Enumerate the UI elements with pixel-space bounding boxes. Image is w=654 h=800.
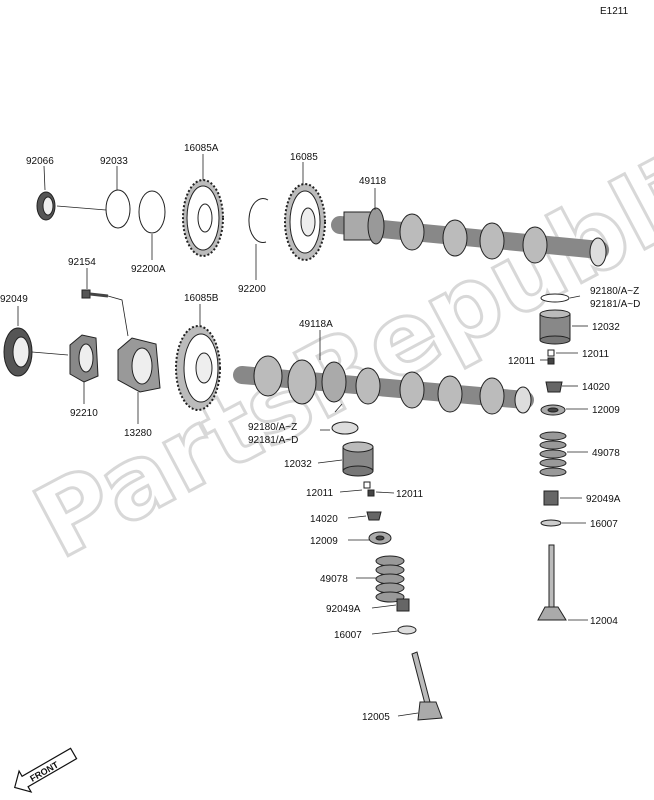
part-circlip-92033 bbox=[105, 189, 131, 229]
part-spring-49078-left bbox=[375, 555, 405, 603]
label-92049A-left: 92049A bbox=[326, 604, 361, 615]
label-92033: 92033 bbox=[100, 156, 128, 167]
label-12004: 12004 bbox=[590, 616, 618, 627]
part-oil-seal-92049 bbox=[3, 327, 33, 377]
part-nut-92210 bbox=[69, 334, 99, 383]
part-shim-right bbox=[540, 293, 570, 303]
label-12011-right-a: 12011 bbox=[508, 356, 536, 367]
part-lifter-left bbox=[342, 441, 374, 477]
part-valve-12005 bbox=[411, 651, 443, 721]
part-seal-14020-right bbox=[545, 381, 563, 393]
label-92180-right: 92180/A~Z bbox=[590, 286, 639, 297]
label-16085B: 16085B bbox=[184, 293, 219, 304]
label-12032-left: 12032 bbox=[284, 459, 312, 470]
label-92154: 92154 bbox=[68, 257, 96, 268]
label-92181-left: 92181/A~D bbox=[248, 435, 298, 446]
label-49078-left: 49078 bbox=[320, 574, 348, 585]
part-ring-92200 bbox=[248, 198, 269, 244]
label-16007-left: 16007 bbox=[334, 630, 362, 641]
part-gear-16085A bbox=[182, 179, 224, 257]
part-retainer-12009-right bbox=[540, 404, 566, 416]
label-12011-right-b: 12011 bbox=[582, 349, 610, 360]
label-49118: 49118 bbox=[359, 176, 387, 187]
label-92049: 92049 bbox=[0, 294, 28, 305]
label-13280: 13280 bbox=[124, 428, 152, 439]
label-16085: 16085 bbox=[290, 152, 318, 163]
label-14020-right: 14020 bbox=[582, 382, 610, 393]
part-seat-16007-left bbox=[397, 625, 417, 635]
page-code: E1211 bbox=[600, 6, 629, 17]
part-valve-12004 bbox=[537, 544, 567, 621]
part-gear-16085B bbox=[175, 325, 221, 411]
label-92210: 92210 bbox=[70, 408, 98, 419]
label-12011-left-a: 12011 bbox=[306, 488, 334, 499]
part-seal-14020-left bbox=[366, 511, 382, 521]
part-oil-seal-92066 bbox=[36, 191, 56, 221]
label-92200A: 92200A bbox=[131, 264, 166, 275]
part-retainer-12009-left bbox=[368, 531, 392, 545]
label-12009-left: 12009 bbox=[310, 536, 338, 547]
part-keeper-right bbox=[547, 349, 555, 365]
label-92066: 92066 bbox=[26, 156, 54, 167]
label-92180-left: 92180/A~Z bbox=[248, 422, 297, 433]
part-lifter-right bbox=[539, 309, 571, 345]
label-92181-right: 92181/A~D bbox=[590, 299, 640, 310]
front-arrow-icon: FRONT bbox=[13, 747, 78, 793]
part-keeper-left bbox=[363, 481, 375, 497]
label-12032-right: 12032 bbox=[592, 322, 620, 333]
label-92200: 92200 bbox=[238, 284, 266, 295]
part-shim-left bbox=[331, 421, 359, 435]
part-seal-92049A-left bbox=[396, 598, 410, 612]
label-14020-left: 14020 bbox=[310, 514, 338, 525]
label-12005: 12005 bbox=[362, 712, 390, 723]
label-12009-right: 12009 bbox=[592, 405, 620, 416]
label-16007-right: 16007 bbox=[590, 519, 618, 530]
label-92049A-right: 92049A bbox=[586, 494, 621, 505]
part-ring-92200A bbox=[138, 190, 166, 234]
label-16085A: 16085A bbox=[184, 143, 219, 154]
part-gear-16085 bbox=[284, 183, 326, 261]
part-camshaft-49118 bbox=[331, 207, 609, 267]
label-12011-left-b: 12011 bbox=[396, 489, 424, 500]
label-49078-right: 49078 bbox=[592, 448, 620, 459]
part-bolt-92154 bbox=[81, 289, 109, 299]
part-holder-13280 bbox=[117, 337, 161, 393]
part-spring-49078-right bbox=[539, 431, 567, 477]
part-camshaft-49118A bbox=[233, 355, 534, 415]
label-49118A: 49118A bbox=[299, 319, 333, 330]
leader-lines bbox=[17, 154, 588, 717]
part-seat-16007-right bbox=[540, 519, 562, 527]
part-seal-92049A-right bbox=[543, 490, 559, 506]
